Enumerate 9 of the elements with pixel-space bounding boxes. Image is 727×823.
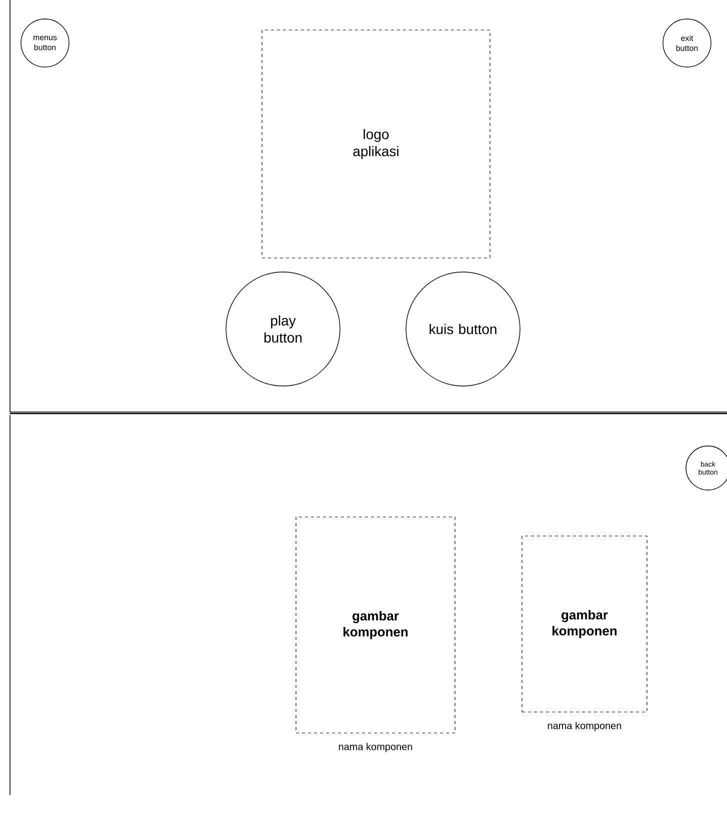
image-placeholder-field: logo aplikasi — [262, 30, 490, 258]
image-placeholder-field: gambar komponen — [296, 516, 456, 734]
circle-button: kuis button — [406, 272, 520, 386]
circle-button: menus button — [20, 18, 70, 68]
image-placeholder-field: gambar komponen — [522, 536, 648, 712]
circle-button: play button — [226, 272, 340, 386]
caption-text: nama komponen — [548, 722, 622, 732]
circle-button: exit button — [662, 18, 712, 68]
caption-text: nama komponen — [338, 742, 412, 752]
